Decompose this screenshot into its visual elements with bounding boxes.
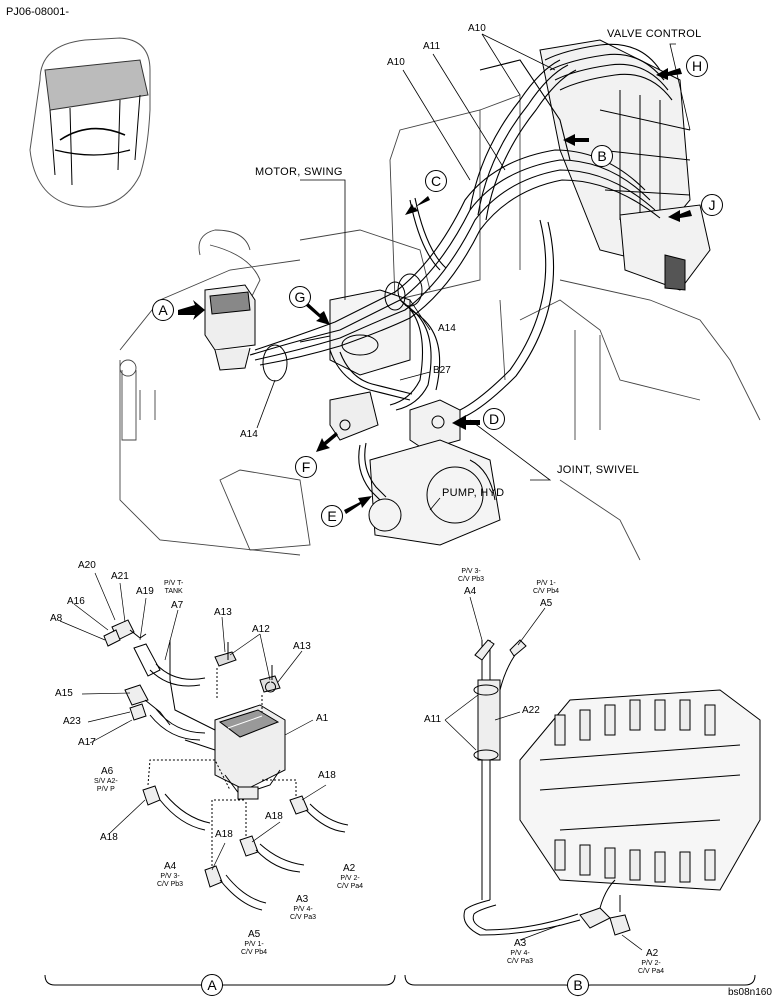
label-valve-control: VALVE CONTROL	[607, 28, 702, 40]
label-a17: A17	[78, 737, 96, 748]
view-marker-f: F	[295, 456, 317, 478]
detail-a-drawing	[59, 572, 349, 911]
hydraulic-pump-main	[368, 439, 501, 546]
label-motor-swing: MOTOR, SWING	[255, 166, 343, 178]
view-marker-j: J	[701, 194, 723, 216]
swing-motor	[329, 289, 411, 376]
label-a10-left: A10	[387, 57, 405, 68]
label-joint-swivel: JOINT, SWIVEL	[557, 464, 640, 476]
label-a15: A15	[55, 688, 73, 699]
label-pump-hyd: PUMP, HYD	[442, 487, 505, 499]
pilot-valve-main	[204, 284, 256, 371]
label-a6: A6	[101, 766, 114, 777]
label-a14-left: A14	[240, 429, 258, 440]
label-a7: A7	[171, 600, 184, 611]
label-a3-detail-a: A3	[296, 894, 309, 905]
note-a2-detail-b: P/V 2- C/V Pa4	[638, 960, 665, 975]
clamp-a14-right	[397, 273, 423, 307]
hose-bundle	[249, 43, 673, 501]
label-a18-3: A18	[215, 829, 233, 840]
view-marker-c: C	[425, 170, 447, 192]
label-a22: A22	[522, 705, 540, 716]
label-a18-4: A18	[265, 811, 283, 822]
label-a2-detail-b: A2	[646, 948, 659, 959]
label-a11-detail-b: A11	[424, 714, 442, 725]
note-a6: S/V A2- P/V P	[94, 778, 118, 793]
view-marker-b: B	[591, 145, 613, 167]
note-a5-detail-b: P/V 1- C/V Pb4	[533, 580, 560, 595]
label-a14-right: A14	[438, 323, 456, 334]
view-arrows	[178, 68, 692, 514]
label-a8: A8	[50, 613, 63, 624]
document-id: PJ06-08001-	[6, 6, 69, 18]
label-a4-detail-a: A4	[164, 861, 177, 872]
view-marker-g: G	[289, 286, 311, 308]
label-a12: A12	[252, 624, 270, 635]
note-a7: P/V T- TANK	[164, 580, 184, 595]
section-marker-b: B	[567, 974, 589, 996]
note-a3-detail-a: P/V 4- C/V Pa3	[290, 906, 317, 921]
label-a3-detail-b: A3	[514, 938, 527, 949]
label-a16: A16	[67, 596, 85, 607]
control-valve-main	[539, 39, 711, 291]
leader-lines-main	[256, 33, 691, 511]
section-marker-a: A	[201, 974, 223, 996]
solenoid-valve-main	[329, 391, 379, 441]
view-marker-a: A	[152, 299, 174, 321]
label-a21: A21	[111, 571, 129, 582]
label-a18-2: A18	[100, 832, 118, 843]
label-a2-detail-a: A2	[343, 863, 356, 874]
note-a4-detail-a: P/V 3- C/V Pb3	[157, 873, 184, 888]
label-a19: A19	[136, 586, 154, 597]
label-b27: B27	[433, 365, 451, 376]
note-a2-detail-a: P/V 2- C/V Pa4	[337, 875, 364, 890]
label-a1: A1	[316, 713, 329, 724]
label-a18-1: A18	[318, 770, 336, 781]
label-a20: A20	[78, 560, 96, 571]
view-marker-d: D	[483, 408, 505, 430]
label-a11: A11	[423, 41, 441, 52]
label-a23: A23	[63, 716, 81, 727]
label-a5-detail-b: A5	[540, 598, 553, 609]
note-a3-detail-b: P/V 4- C/V Pa3	[507, 950, 534, 965]
label-a5-detail-a: A5	[248, 929, 261, 940]
label-a4-detail-b: A4	[464, 586, 477, 597]
swivel-joint-main	[409, 399, 461, 451]
view-marker-e: E	[321, 505, 343, 527]
clamp-a14-left	[262, 344, 288, 382]
view-marker-h: H	[686, 55, 708, 77]
note-a4-detail-b: P/V 3- C/V Pb3	[458, 568, 485, 583]
note-a5-detail-a: P/V 1- C/V Pb4	[241, 941, 268, 956]
detail-b-drawing	[444, 596, 761, 951]
machine-inset-thumbnail	[29, 37, 151, 208]
label-a13-1: A13	[214, 607, 232, 618]
label-a13-2: A13	[293, 641, 311, 652]
image-code: bs08n160	[728, 987, 772, 998]
label-a10-top: A10	[468, 23, 486, 34]
